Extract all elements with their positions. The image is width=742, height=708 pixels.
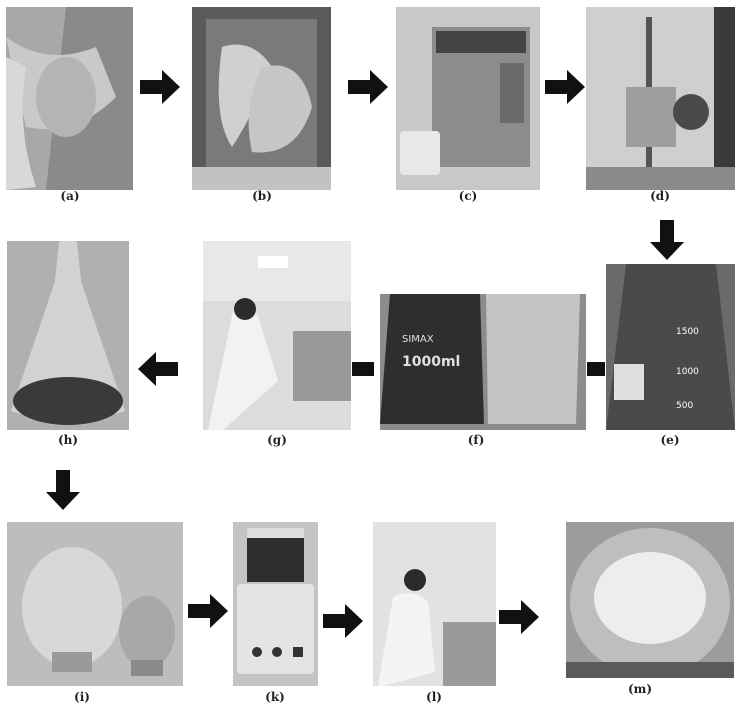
panel-h-photo	[7, 241, 129, 430]
panel-f-photo: SIMAX 1000ml	[380, 294, 586, 430]
panel-label-d: (d)	[630, 189, 690, 203]
panel-label-e: (e)	[640, 433, 700, 447]
panel-e-photo: 1500 1000 500	[606, 264, 735, 430]
panel-label-h: (h)	[38, 433, 98, 447]
scale-500: 500	[676, 401, 693, 411]
panel-label-f: (f)	[446, 433, 506, 447]
arrow-icon	[140, 70, 180, 104]
arrow-icon	[188, 594, 228, 628]
scale-1000: 1000	[676, 367, 699, 377]
panel-i-photo	[7, 522, 183, 686]
arrow-icon	[587, 352, 605, 386]
panel-a-photo	[6, 7, 133, 190]
arrow-icon	[650, 220, 684, 260]
arrow-icon	[352, 352, 374, 386]
arrow-icon	[499, 600, 539, 634]
panel-g-photo	[203, 241, 351, 430]
arrow-icon	[138, 352, 178, 386]
arrow-icon	[545, 70, 585, 104]
panel-label-l: (l)	[404, 690, 464, 704]
panel-label-i: (i)	[52, 690, 112, 704]
arrow-icon	[46, 470, 80, 510]
panel-l-photo	[373, 522, 496, 686]
panel-label-b: (b)	[232, 189, 292, 203]
panel-label-c: (c)	[438, 189, 498, 203]
panel-k-photo	[233, 522, 318, 686]
scale-1500: 1500	[676, 327, 699, 337]
simax-marking: SIMAX	[402, 334, 434, 345]
panel-d-photo	[586, 7, 735, 190]
arrow-icon	[323, 604, 363, 638]
panel-m-photo	[566, 522, 734, 678]
panel-label-g: (g)	[247, 433, 307, 447]
panel-c-photo	[396, 7, 540, 190]
panel-b-photo	[192, 7, 331, 190]
panel-label-k: (k)	[245, 690, 305, 704]
panel-label-a: (a)	[40, 189, 100, 203]
arrow-icon	[348, 70, 388, 104]
panel-label-m: (m)	[610, 682, 670, 696]
volume-marking: 1000ml	[402, 354, 460, 370]
